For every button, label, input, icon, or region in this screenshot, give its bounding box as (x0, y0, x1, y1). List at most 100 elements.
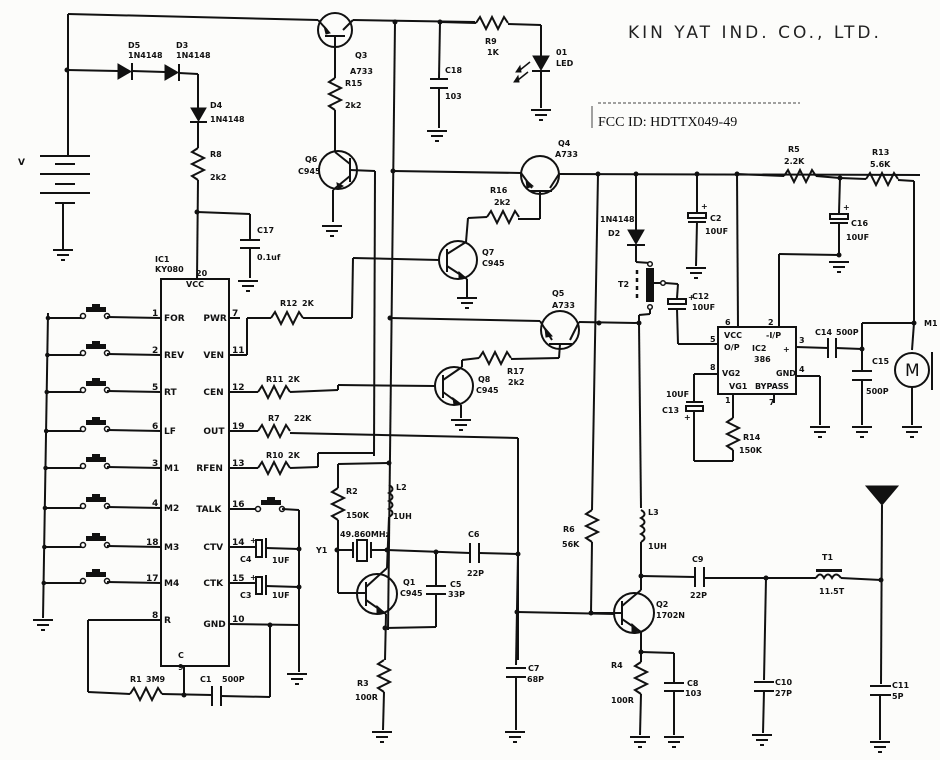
capacitor-c3 (255, 575, 267, 595)
resistor-r12 (270, 311, 304, 325)
ic1-pin-12-name: CEN (203, 388, 223, 398)
ic1-pin-1-name: FOR (164, 314, 185, 324)
ic2-body (717, 326, 797, 395)
ic1-pin-6-name: LF (164, 427, 176, 437)
r13-value: 5.6K (870, 160, 891, 169)
ic1-pin-19-name: OUT (203, 427, 225, 437)
motor-m1: M (894, 352, 933, 390)
c18-ref: C18 (445, 66, 462, 75)
ic2-pin3-name: + (783, 345, 790, 354)
r2-ref: R2 (346, 487, 358, 496)
fcc-id: FCC ID: HDTTX049-49 (598, 115, 737, 130)
resistor-r10 (257, 461, 291, 475)
c4-value: 1UF (272, 556, 290, 565)
ic1-pin-5-num: 5 (152, 383, 158, 393)
resistor-r15 (328, 77, 342, 111)
capacitor-c11 (870, 685, 891, 696)
r14-ref: R14 (743, 433, 761, 442)
ic2-pin4-name: GND (776, 369, 796, 378)
c11-value: 5P (892, 692, 904, 701)
button-m4[interactable] (79, 568, 111, 585)
ic1-body (160, 278, 230, 667)
r5-value: 2.2K (784, 157, 805, 166)
battery (40, 14, 90, 261)
button-m1[interactable] (79, 453, 111, 470)
q1-ref: Q1 (403, 578, 416, 587)
ic1-pin-10-num: 10 (232, 615, 245, 625)
d5-ref: D5 (128, 41, 141, 50)
r4-ref: R4 (611, 661, 623, 670)
coil-t1 (815, 569, 842, 581)
capacitor-c9 (694, 567, 705, 587)
transistor-q2 (591, 589, 655, 634)
ic1-pin-8-num: 8 (152, 611, 158, 621)
resistor-r8 (191, 147, 205, 181)
ic2-pin5-name: O/P (724, 343, 740, 352)
c2-ref: C2 (710, 214, 721, 223)
capacitor-c4 (255, 538, 267, 558)
ic1-pin-5-name: RT (164, 388, 178, 398)
diode-d2 (627, 229, 645, 246)
button-common-rail (42, 312, 49, 619)
transistor-q1 (338, 567, 398, 615)
r17-value: 2k2 (508, 378, 524, 387)
ic2-pin5-num: 5 (710, 335, 716, 344)
r2-value: 150K (346, 511, 370, 520)
q2-value: 1702N (656, 611, 685, 620)
r12-ref: R12 (280, 299, 297, 308)
c2-plus: + (701, 202, 708, 211)
led-d1 (513, 55, 550, 83)
c14-ref: C14 (815, 328, 832, 337)
q2-ref: Q2 (656, 600, 668, 609)
m1-ref: M1 (924, 319, 938, 328)
r4-value: 100R (611, 696, 634, 705)
r11-value: 2K (288, 375, 301, 384)
transformer-t2 (635, 260, 667, 311)
button-for[interactable] (79, 303, 111, 320)
ic1-pin-12-num: 12 (232, 383, 245, 393)
c6-ref: C6 (468, 530, 480, 539)
c16-plus: + (843, 203, 850, 212)
button-rev[interactable] (79, 340, 111, 357)
l3-value: 1UH (648, 542, 667, 551)
l2-ref: L2 (396, 483, 407, 492)
c16-ref: C16 (851, 219, 868, 228)
y1-value: 49.860MHz (340, 530, 391, 539)
talk-button[interactable] (254, 496, 286, 513)
r10-ref: R10 (266, 451, 284, 460)
button-rt[interactable] (79, 377, 111, 394)
crystal-y1 (337, 539, 387, 562)
d3-value: 1N4148 (176, 51, 211, 60)
resistor-r16 (486, 210, 520, 224)
ic2-pin8-num: 8 (710, 363, 716, 372)
q7-ref: Q7 (482, 248, 494, 257)
r7-ref: R7 (268, 414, 280, 423)
c8-value: 103 (685, 689, 702, 698)
button-m2[interactable] (79, 493, 111, 510)
ic1-pin-18-num: 18 (146, 538, 159, 548)
ic1-pin-16-name: TALK (196, 505, 222, 515)
button-m3[interactable] (79, 532, 111, 549)
ic1-part: KY080 (155, 265, 184, 274)
q8-ref: Q8 (478, 375, 491, 384)
c7-value: 68P (527, 675, 544, 684)
capacitor-c8 (664, 682, 684, 692)
button-lf[interactable] (79, 416, 111, 433)
r12-value: 2K (302, 299, 315, 308)
r10-value: 2K (288, 451, 301, 460)
ic2-part: 386 (754, 355, 771, 364)
ic2-pin1-name: VG1 (729, 382, 748, 391)
capacitor-c7 (506, 667, 526, 678)
d5-value: 1N4148 (128, 51, 163, 60)
company-name: KIN YAT IND. CO., LTD. (628, 23, 882, 43)
resistor-r7 (257, 424, 291, 438)
c18-value: 103 (445, 92, 462, 101)
antenna-icon (864, 485, 900, 685)
resistor-r14 (726, 417, 740, 451)
capacitor-c6 (469, 543, 480, 563)
t2-ref: T2 (618, 280, 629, 289)
c10-ref: C10 (775, 678, 792, 687)
